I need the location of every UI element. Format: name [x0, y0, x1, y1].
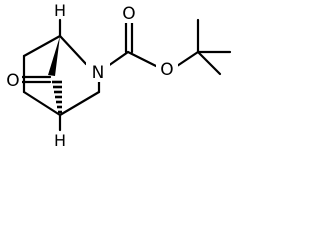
atom-o-carbonyl: O	[122, 4, 135, 24]
bond-c5-c4	[22, 90, 62, 117]
bond-c4-c7-hashed	[52, 80, 62, 114]
bond-n-carbonyl-c	[106, 50, 130, 68]
bond-c1-n2	[58, 34, 88, 66]
atom-o-ester: O	[160, 60, 173, 80]
atom-n: N	[92, 63, 105, 83]
bond-carbonyl-c-o-ester	[126, 50, 158, 68]
bond-tbu-me-bottom	[196, 50, 222, 76]
bond-o-tbu	[175, 50, 200, 68]
bond-c1-c7-wedge	[48, 36, 60, 76]
bond-c1-c6	[22, 34, 62, 58]
atom-h-top: H	[54, 1, 66, 20]
atom-o-ketone: O	[6, 71, 19, 91]
structure-diagram: N O O O H H	[6, 1, 232, 150]
bond-c3-c4	[58, 90, 101, 117]
atom-h-bottom: H	[54, 131, 66, 150]
